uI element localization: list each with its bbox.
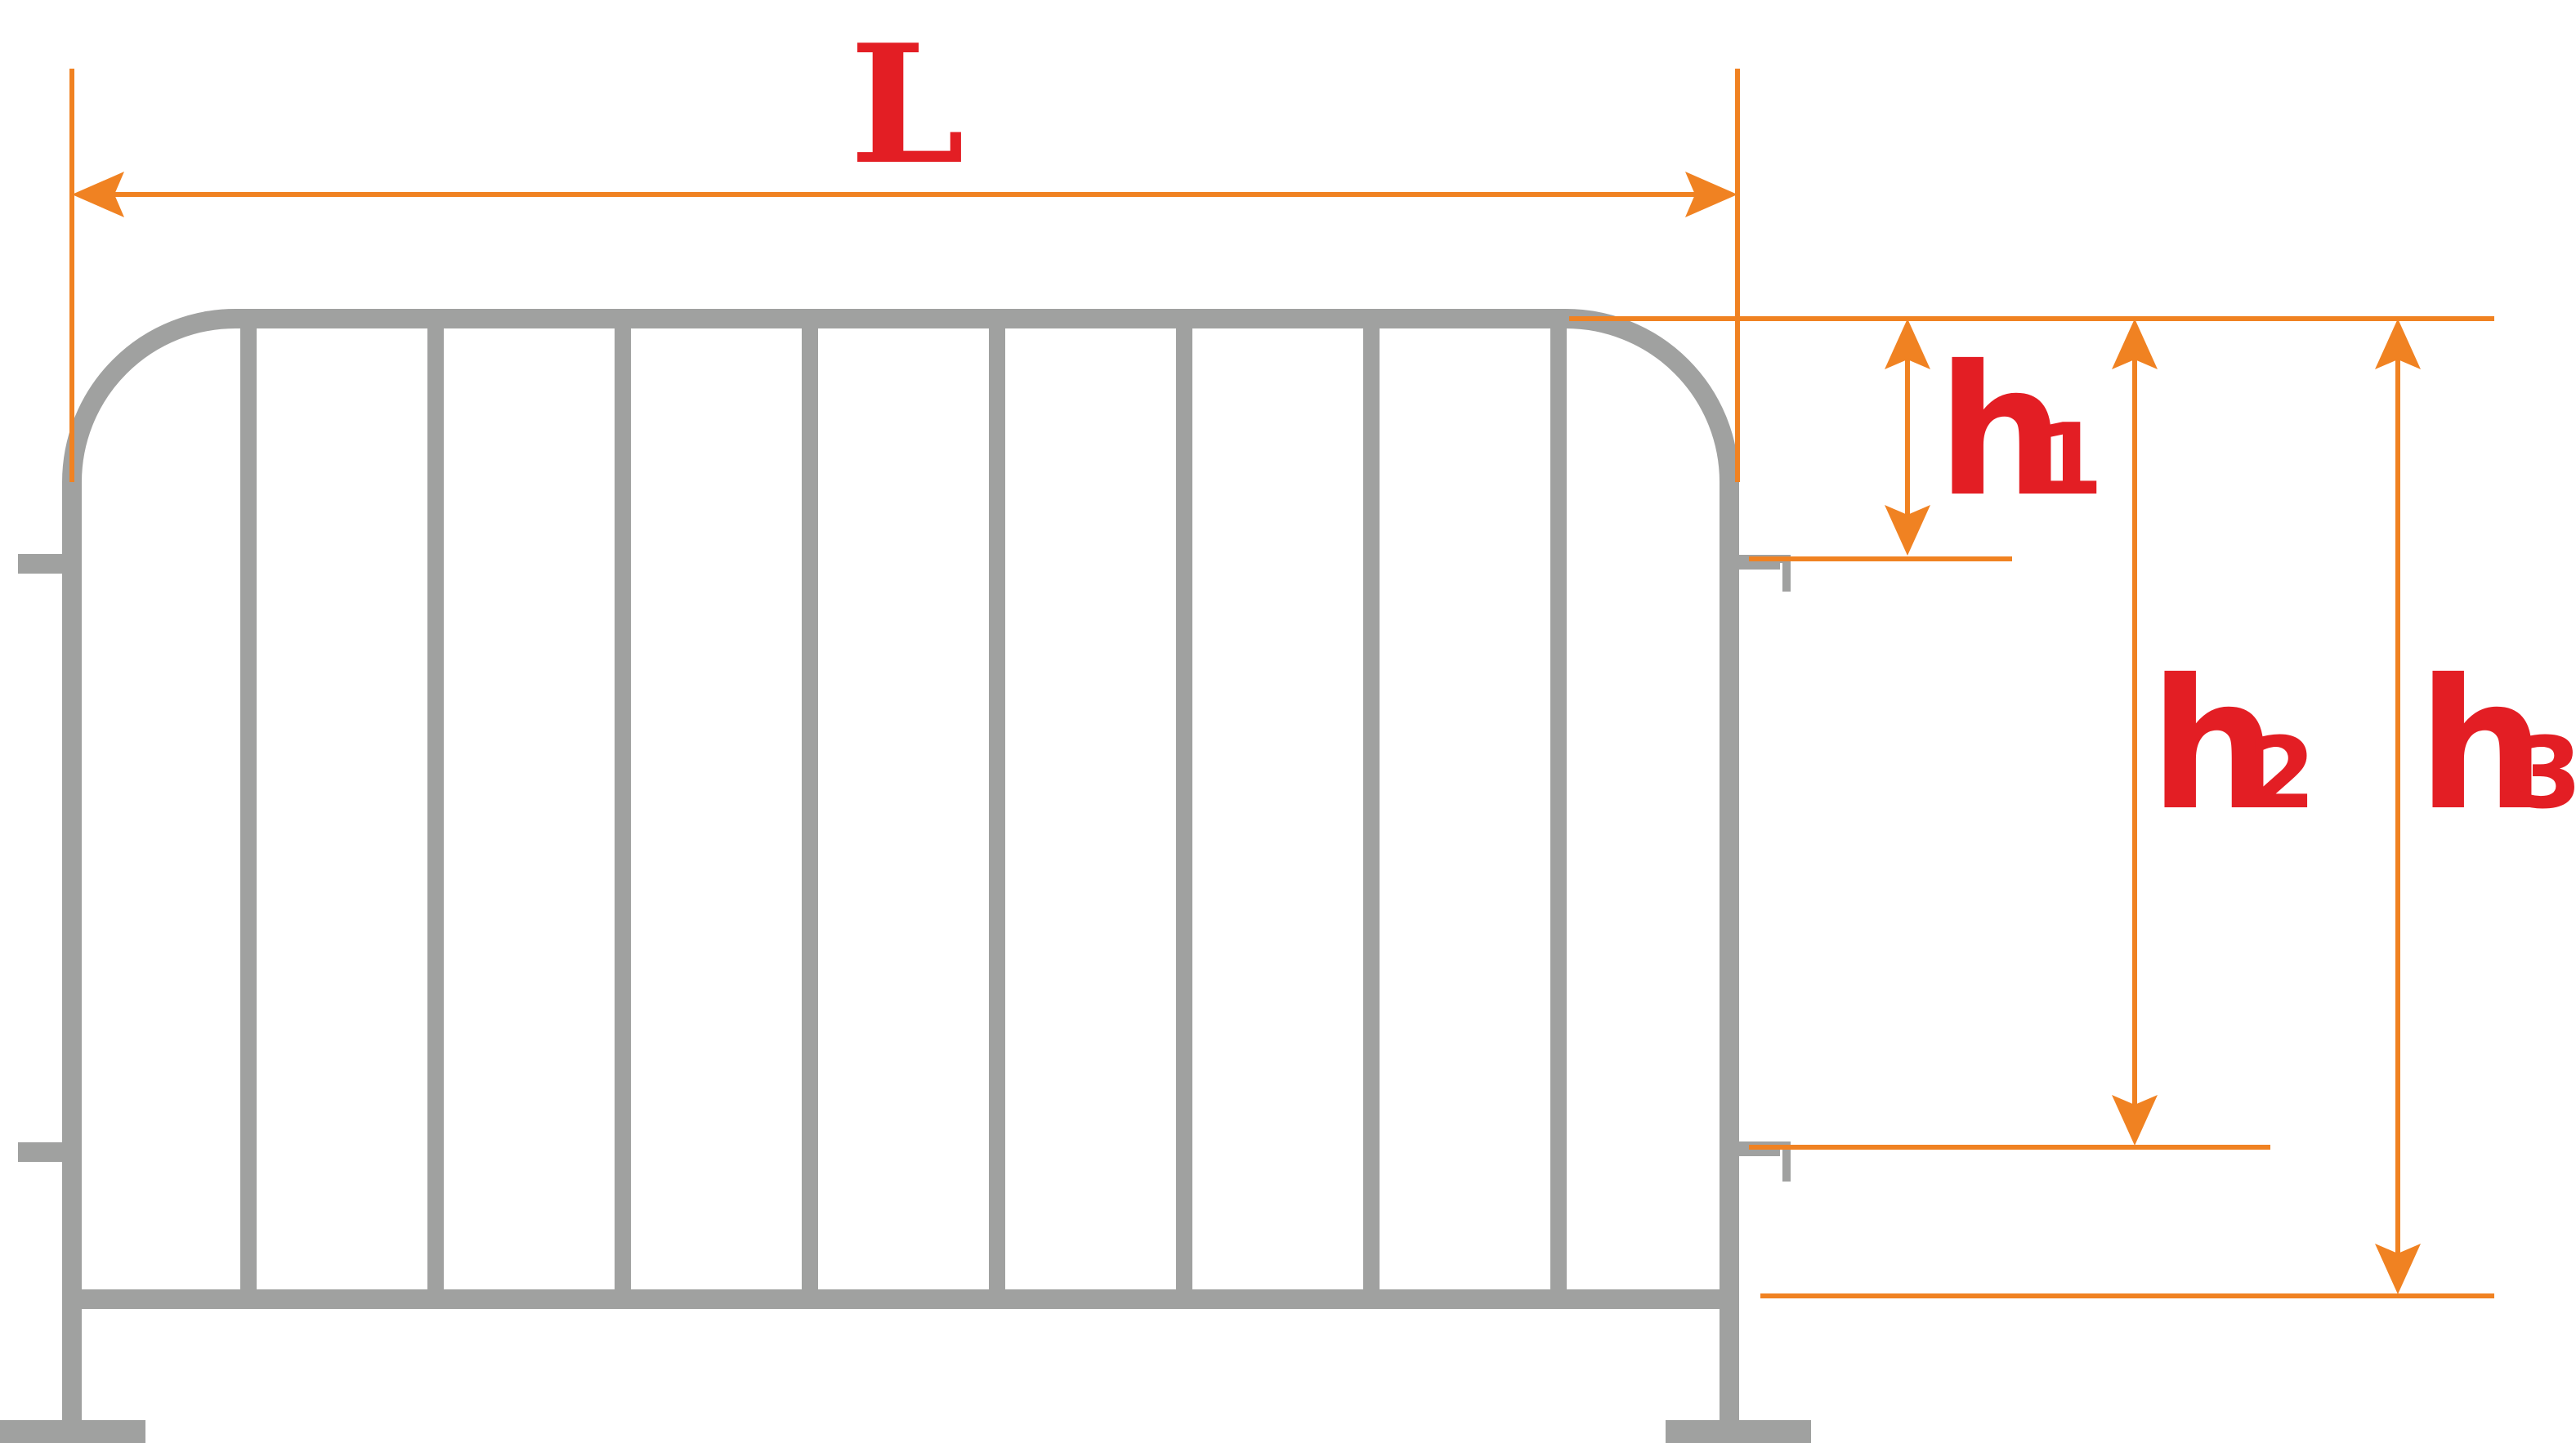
left-hooks (18, 554, 72, 1162)
h3-arrow-bottom (2375, 1244, 2421, 1294)
h3-label: h (2417, 641, 2546, 850)
h3-subscript: 3 (2514, 717, 2576, 831)
h1-label: h (1937, 327, 2065, 536)
h1-subscript: 1 (2035, 404, 2104, 517)
dimension-lines (69, 69, 2494, 1298)
right-foot (1666, 1420, 1811, 1443)
right-hooks (1739, 555, 1791, 1182)
fence-frame (62, 309, 1739, 1428)
h2-subscript: 2 (2247, 717, 2316, 831)
fence-feet (0, 1420, 1811, 1443)
left-hook-lower (18, 1142, 72, 1162)
arrowheads (72, 172, 2421, 1294)
h2-label: h (2149, 641, 2278, 850)
top-rail (62, 309, 1739, 1428)
length-arrow-right (1685, 172, 1737, 217)
length-arrow-left (72, 172, 124, 217)
left-foot (0, 1420, 145, 1443)
h1-arrow-bottom (1885, 505, 1930, 556)
h2-arrow-bottom (2112, 1095, 2158, 1146)
h1-arrow-top (1885, 319, 1930, 369)
left-hook-upper (18, 554, 72, 574)
vertical-bars (240, 327, 1567, 1291)
h2-arrow-top (2112, 319, 2158, 369)
length-label: L (850, 9, 965, 201)
h3-arrow-top (2375, 319, 2421, 369)
